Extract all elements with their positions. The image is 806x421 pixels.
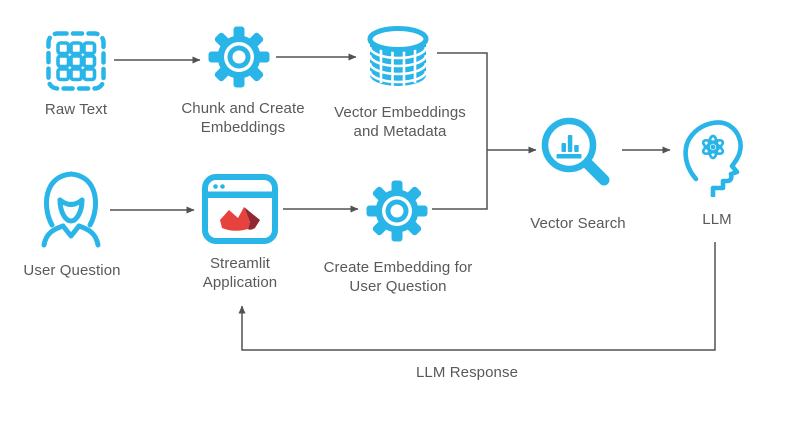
gear-icon [365, 179, 429, 248]
node-label-create-embed: Create Embedding for User Question [323, 259, 473, 295]
edge-llm-response-loop [238, 242, 716, 351]
node-label-streamlit-app: Streamlit Application [202, 255, 278, 291]
grid-dashed-icon [46, 31, 106, 96]
node-label-vector-search: Vector Search [530, 215, 626, 232]
person-icon [36, 167, 106, 254]
streamlit-logo [220, 207, 260, 231]
edge-merge-trunk [432, 52, 488, 210]
atom-icon [701, 134, 725, 160]
magnifier-chart-icon [538, 114, 618, 201]
node-label-llm: LLM [702, 211, 732, 228]
node-label-chunk-embed: Chunk and Create Embeddings [181, 100, 305, 136]
node-label-user-question: User Question [23, 262, 121, 279]
gear-icon [207, 25, 271, 94]
head-atom-icon [680, 117, 748, 202]
edge-label-llm-response: LLM Response [415, 364, 519, 381]
database-cylinder-icon [362, 25, 434, 98]
browser-window-icon [202, 174, 278, 249]
node-label-vector-db: Vector Embeddings and Metadata [334, 104, 466, 140]
node-label-raw-text: Raw Text [44, 101, 108, 118]
